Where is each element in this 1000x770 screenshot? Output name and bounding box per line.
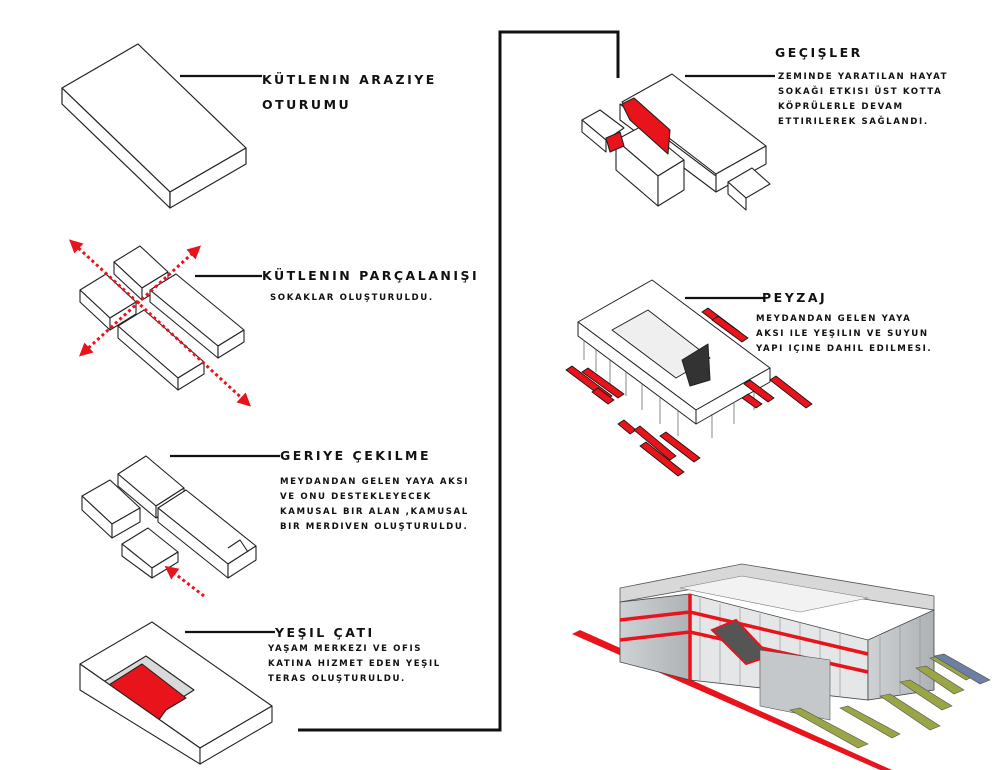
step-6-title: PEYZAJ [762, 290, 828, 305]
step-6-description: MEYDANDAN GELEN YAYA AKSI ILE YEŞILIN VE… [756, 314, 933, 354]
step-3-title: GERIYE ÇEKILME [280, 448, 432, 463]
step-2-title: KÜTLENIN PARÇALANIŞI [262, 268, 480, 283]
landscape-diagram [577, 279, 771, 438]
passages-diagram [581, 73, 771, 211]
step-2-description: SOKAKLAR OLUŞTURULDU. [270, 293, 434, 303]
flow-connector-line [298, 30, 620, 732]
setback-diagram [81, 455, 257, 579]
mass-fragmentation-diagram [79, 245, 245, 391]
step-5-description: ZEMINDE YARATILAN HAYAT SOKAĞI ETKISI ÜS… [778, 72, 949, 127]
pedestrian-axis-arrow [164, 565, 205, 598]
green-roof-diagram [79, 621, 273, 765]
mass-on-site-diagram [61, 43, 247, 209]
step-4-description: YAŞAM MERKEZI VE OFIS KATINA HIZMET EDEN… [268, 644, 441, 684]
step-3-description: MEYDANDAN GELEN YAYA AKSI VE ONU DESTEKL… [280, 477, 470, 532]
water-green-strips [565, 307, 813, 477]
step-1-title: KÜTLENIN ARAZIYE OTURUMU [262, 72, 437, 112]
step-4-title: YEŞIL ÇATI [275, 625, 375, 640]
street-axis-arrows [69, 239, 251, 407]
step-5-title: GEÇIŞLER [775, 45, 863, 60]
perspective-render [572, 563, 991, 770]
